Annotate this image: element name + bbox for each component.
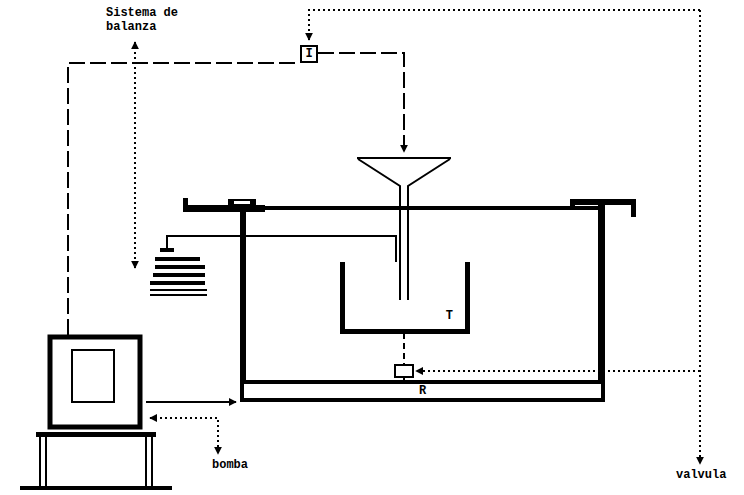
signal-line — [68, 63, 300, 335]
beaker: T — [340, 262, 470, 334]
flow-arrow — [146, 401, 236, 403]
tank — [183, 198, 636, 382]
node-label: R — [419, 384, 426, 398]
node-label: I — [305, 47, 312, 61]
balance-weights — [150, 248, 207, 296]
node-label: T — [446, 309, 453, 323]
interface-box: I — [300, 45, 318, 63]
signal-line — [318, 53, 404, 152]
valve-label: valvula — [676, 468, 738, 482]
computer — [20, 337, 172, 490]
pump-label: bomba — [212, 458, 272, 472]
funnel — [357, 158, 451, 300]
control-line — [309, 10, 700, 40]
balance-arm — [167, 236, 396, 262]
balance-line — [134, 42, 136, 268]
control-line — [416, 370, 700, 372]
balance-label: Sistema de balanza — [106, 6, 192, 34]
control-line — [699, 10, 701, 464]
pump-line — [150, 418, 218, 454]
valve-symbol — [395, 365, 413, 377]
reservoir-bar: R — [240, 380, 605, 402]
